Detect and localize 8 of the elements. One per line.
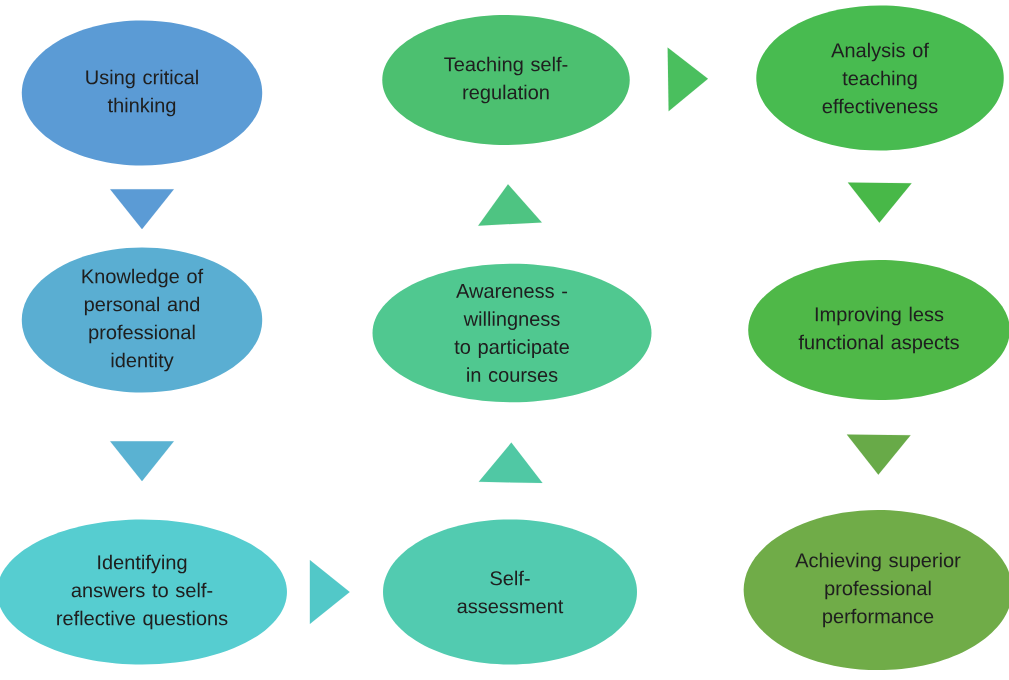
arrow [110, 441, 174, 482]
arrow [478, 442, 543, 483]
arrow [110, 189, 174, 230]
arrow [847, 182, 912, 223]
arrow [478, 184, 542, 226]
arrow [309, 560, 350, 624]
arrow [667, 47, 709, 112]
arrow [846, 434, 911, 475]
